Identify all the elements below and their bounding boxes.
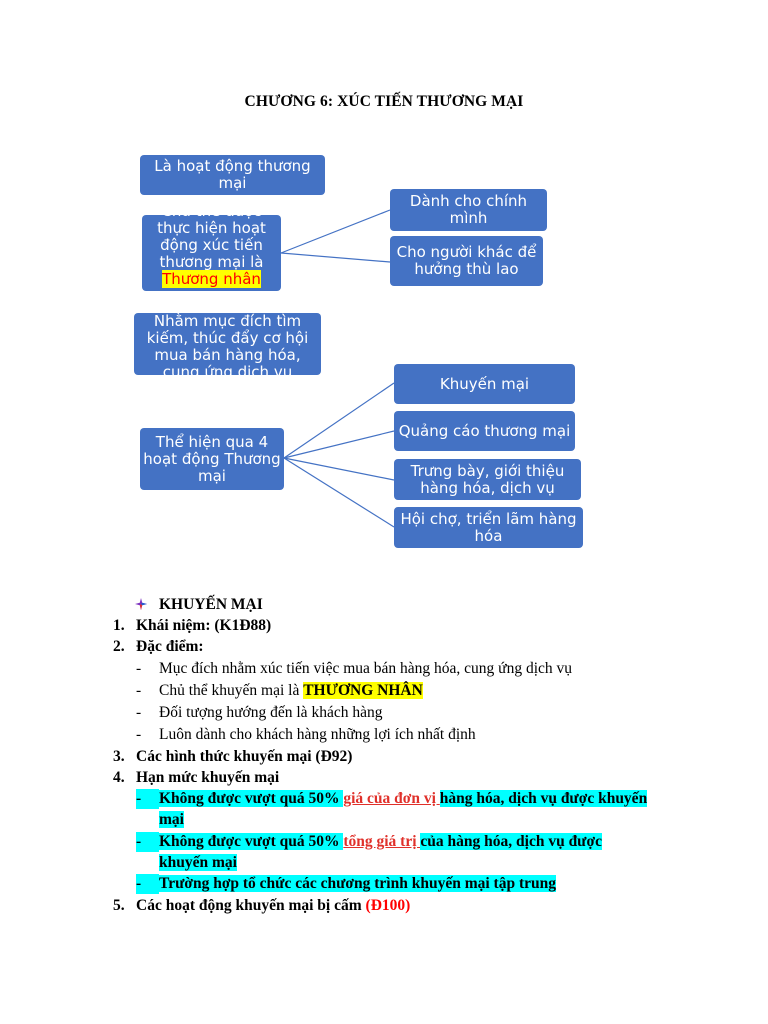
- box-label: Nhằm mục đích tìm kiếm, thúc đẩy cơ hội …: [146, 313, 309, 375]
- diagram-box-subject: Chủ thể được thực hiện hoạt động xúc tiế…: [142, 215, 281, 291]
- list-item-subject: Chủ thể khuyến mại là THƯƠNG NHÂN: [159, 681, 423, 701]
- list-item-limit: Hạn mức khuyến mại: [136, 769, 280, 786]
- connector-line: [280, 209, 391, 254]
- list-item-characteristics: Đặc điểm:: [136, 638, 204, 655]
- list-number: 3.: [113, 748, 125, 765]
- section-heading: KHUYẾN MẠI: [159, 596, 263, 613]
- text: Không được vượt quá 50%: [159, 790, 344, 807]
- text: khuyến mại: [159, 854, 237, 871]
- list-number: 5.: [113, 897, 125, 914]
- list-number: 4.: [113, 769, 125, 786]
- connector-line: [280, 252, 391, 263]
- connector-line: [283, 430, 395, 459]
- diagram-box-advertising: Quảng cáo thương mại: [394, 411, 575, 451]
- four-point-star-bullet-icon: [135, 598, 147, 610]
- diagram-box-for-self: Dành cho chính mình: [390, 189, 547, 231]
- box-highlight: Thương nhân: [162, 270, 261, 288]
- red-text: giá của đơn vị: [343, 790, 440, 807]
- box-label: Quảng cáo thương mại: [398, 421, 571, 440]
- text: mại: [159, 811, 184, 828]
- page-title: CHƯƠNG 6: XÚC TIẾN THƯƠNG MẠI: [244, 93, 524, 110]
- diagram-box-promotion: Khuyến mại: [394, 364, 575, 404]
- limit-rule-3: Trường hợp tổ chức các chương trình khuy…: [159, 874, 556, 894]
- dash-marker: -: [136, 682, 142, 699]
- dash-marker: -: [136, 832, 159, 852]
- diagram-box-four-activities: Thể hiện qua 4 hoạt động Thương mại: [140, 428, 284, 490]
- text: hàng hóa, dịch vụ được khuyến: [439, 790, 648, 807]
- list-number: 1.: [113, 617, 125, 634]
- text: Trường hợp tổ chức các chương trình khuy…: [159, 875, 556, 892]
- text: Không được vượt quá 50%: [159, 833, 344, 850]
- list-item-forms: Các hình thức khuyến mại (Đ92): [136, 748, 353, 765]
- box-text: Chủ thể được thực hiện hoạt động xúc tiế…: [157, 215, 266, 271]
- dash-marker: -: [136, 874, 159, 894]
- box-label: Cho người khác để hưởng thù lao: [396, 243, 537, 278]
- dash-marker: -: [136, 660, 142, 677]
- box-label: Trưng bày, giới thiệu hàng hóa, dịch vụ: [410, 461, 565, 497]
- dash-marker: -: [136, 704, 142, 721]
- list-item-target: Đối tượng hướng đến là khách hàng: [159, 704, 383, 721]
- dash-marker: -: [136, 726, 142, 743]
- connector-line: [283, 457, 395, 481]
- list-item-benefit: Luôn dành cho khách hàng những lợi ích n…: [159, 726, 476, 743]
- diagram-box-fair: Hội chợ, triển lãm hàng hóa: [394, 507, 583, 548]
- dash-marker: -: [136, 789, 159, 809]
- red-text: (Đ100): [365, 897, 411, 914]
- list-item-prohibited: Các hoạt động khuyến mại bị cấm (Đ100): [136, 896, 410, 916]
- diagram-box-for-others: Cho người khác để hưởng thù lao: [390, 236, 543, 286]
- highlighted-text: THƯƠNG NHÂN: [303, 682, 423, 699]
- text: Các hoạt động khuyến mại bị cấm: [136, 897, 366, 914]
- connector-line: [283, 457, 395, 528]
- box-label: Là hoạt động thương mại: [154, 157, 311, 192]
- red-text: tổng giá trị: [343, 833, 421, 850]
- connector-line: [283, 382, 395, 459]
- box-label: Dành cho chính mình: [409, 192, 528, 227]
- list-number: 2.: [113, 638, 125, 655]
- list-item-purpose: Mục đích nhằm xúc tiến việc mua bán hàng…: [159, 660, 573, 677]
- box-label: Chủ thể được thực hiện hoạt động xúc tiế…: [145, 215, 278, 288]
- list-item-concept: Khái niệm: (K1Đ88): [136, 617, 272, 634]
- diagram-box-display: Trưng bày, giới thiệu hàng hóa, dịch vụ: [394, 459, 581, 500]
- limit-rule-2: Không được vượt quá 50% tổng giá trị của…: [159, 832, 602, 852]
- diagram-box-commercial-activity: Là hoạt động thương mại: [140, 155, 325, 195]
- box-label: Hội chợ, triển lãm hàng hóa: [400, 509, 577, 545]
- limit-rule-2-cont: khuyến mại: [159, 853, 237, 873]
- box-label: Thể hiện qua 4 hoạt động Thương mại: [143, 432, 281, 485]
- limit-rule-1-cont: mại: [159, 810, 184, 830]
- limit-rule-1: Không được vượt quá 50% giá của đơn vị h…: [159, 789, 648, 809]
- box-label: Khuyến mại: [439, 374, 530, 393]
- diagram-box-purpose: Nhằm mục đích tìm kiếm, thúc đẩy cơ hội …: [134, 313, 321, 375]
- text: Chủ thể khuyến mại là: [159, 682, 304, 699]
- text: của hàng hóa, dịch vụ được: [420, 833, 602, 850]
